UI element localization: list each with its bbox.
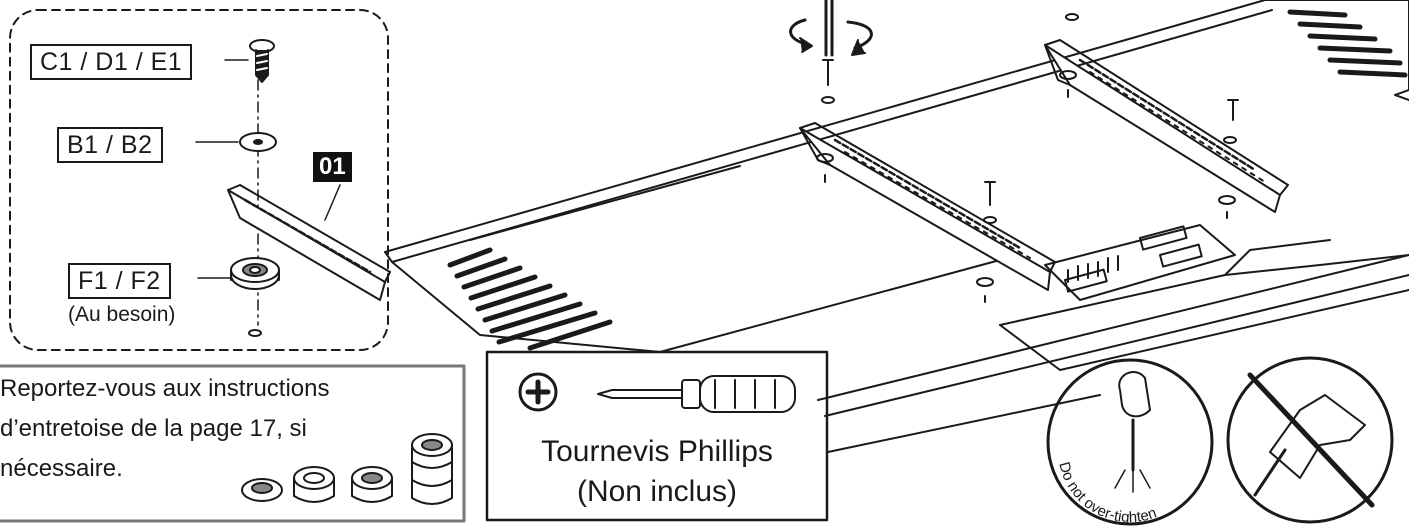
label-screw: C1 / D1 / E1: [30, 44, 193, 80]
no-power-drill-icon: [1226, 356, 1394, 524]
bracket-rail-left: [799, 122, 1056, 291]
leader-lines: [195, 59, 341, 279]
note-line-3: nécessaire.: [0, 455, 123, 482]
overtighten-warning-label: Do not over-tighten: [1055, 460, 1159, 526]
bracket-rail-right: [1044, 39, 1289, 213]
note-line-2: d’entretoise de la page 17, si: [0, 415, 307, 442]
screwdriver-icon: [597, 375, 796, 413]
axis-end-marker: [248, 329, 262, 337]
parts-inset-frame: [9, 9, 389, 351]
tool-box: [485, 350, 829, 522]
rotate-arrows-icon: [789, 0, 873, 57]
screw-icon: [249, 39, 275, 83]
spacer-note-box: [0, 364, 466, 523]
phillips-plus-icon: [518, 372, 558, 412]
note-line-1: Reportez-vous aux instructions: [0, 375, 330, 402]
spacer-icon: [230, 257, 280, 290]
screws-on-tv: [816, 13, 1239, 303]
vent-slats-right: [1287, 9, 1408, 78]
svg-text:Do not over-tighten: Do not over-tighten: [1055, 460, 1159, 526]
spacer-samples: [241, 433, 453, 505]
tv-back-panel: [384, 0, 1409, 453]
hand-screwdriver-warning: [1046, 358, 1214, 526]
bracket-icon: [227, 184, 391, 301]
circuit-board: [1044, 224, 1236, 301]
label-spacer-note: (Au besoin): [68, 303, 176, 326]
overtighten-warning-text: Do not over-tighten: [1055, 460, 1159, 526]
tool-name: Tournevis Phillips: [541, 435, 773, 468]
washer-icon: [239, 132, 277, 152]
tool-note: (Non inclus): [576, 475, 738, 508]
label-spacer: F1 / F2: [68, 263, 171, 299]
part-number-tag: 01: [313, 152, 352, 182]
label-washer: B1 / B2: [57, 127, 163, 163]
vent-slats-left: [447, 247, 613, 351]
